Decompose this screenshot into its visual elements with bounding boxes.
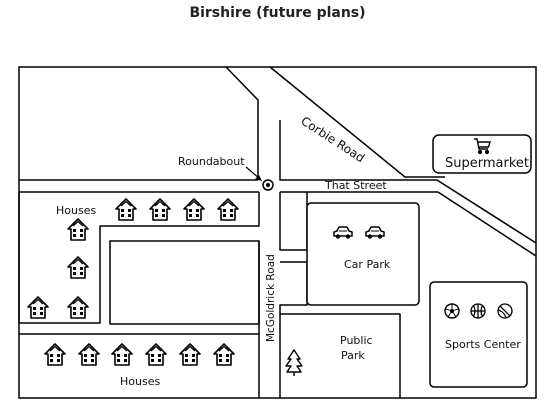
houses-block [18,192,260,324]
soccer-ball-icon [444,303,460,319]
public-park-label-line2: Park [341,349,365,362]
basketball-icon [470,303,486,319]
tree-icon [285,349,303,376]
that-street-label: That Street [324,179,387,192]
sports-center-area [429,281,528,388]
car-park-label: Car Park [344,258,391,271]
corbie-road-edge-west [225,66,259,180]
public-park-label-line1: Public [340,334,373,347]
road-lines [18,66,537,398]
map-title: Birshire (future plans) [189,5,366,21]
corbie-road-edge-south [374,179,537,244]
mcgoldrick-road-label: McGoldrick Road [265,254,277,342]
corbie-road-edge-lower [437,191,537,257]
corbie-road-edge-north [269,66,445,178]
roundabout-pointer [245,166,262,181]
houses-bottom-label: Houses [120,375,160,388]
roundabout-label: Roundabout [178,155,245,168]
shopping-cart-icon [474,138,491,155]
tennis-ball-icon [497,303,513,319]
roundabout-marker-icon [262,179,274,191]
supermarket-label: Supermarket [445,156,529,171]
houses-top-label: Houses [56,204,96,217]
sports-center-label: Sports Center [445,338,521,351]
car-park-area [306,202,420,306]
public-park-boundary [280,313,401,398]
corbie-triangle [279,120,374,181]
supermarket-area [432,134,532,174]
